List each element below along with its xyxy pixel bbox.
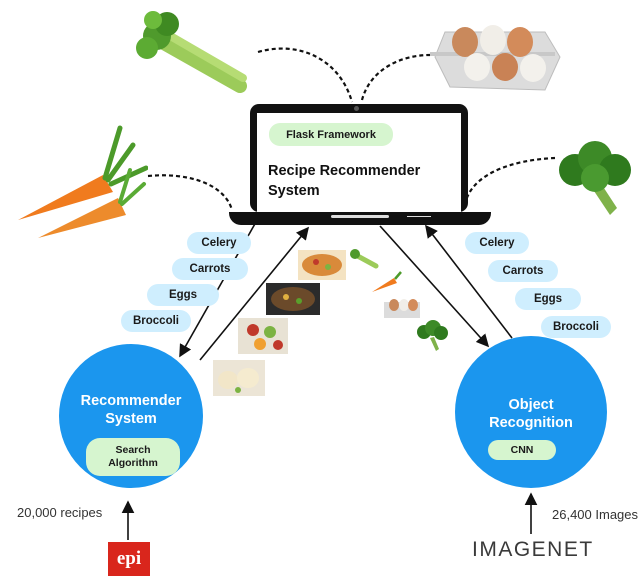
broccoli-icon-small <box>417 320 448 351</box>
laptop-title-line2: System <box>268 183 320 199</box>
celery-icon-small <box>350 249 379 269</box>
laptop-base <box>229 212 491 225</box>
search-algorithm-line1: Search <box>115 444 151 456</box>
broccoli-icon <box>559 141 631 215</box>
object-recognition-node: Object Recognition CNN <box>455 336 607 488</box>
laptop-title-line1: Recipe Recommender <box>268 163 421 179</box>
recipes-count-label: 20,000 recipes <box>17 505 103 520</box>
food-photo-icon-pasta <box>298 250 346 280</box>
dotted-connector-celery <box>257 47 354 103</box>
arrow-recommender-to-laptop <box>199 226 310 361</box>
recognition-title-line2: Recognition <box>489 415 573 431</box>
food-photo-icon-stirfry <box>266 283 320 315</box>
search-algorithm-badge: Search Algorithm <box>86 438 180 476</box>
flask-framework-badge: Flask Framework <box>269 123 393 146</box>
right-pill-celery: Celery <box>465 232 529 254</box>
laptop-trackpad-slot <box>331 215 389 218</box>
recommender-system-node: Recommender System Search Algorithm <box>59 344 203 488</box>
laptop-camera <box>354 106 359 111</box>
left-pill-broccoli: Broccoli <box>121 310 191 332</box>
right-pill-carrots: Carrots <box>488 260 558 282</box>
recommender-title-line1: Recommender <box>80 393 182 409</box>
eggs-icon-small <box>384 299 420 318</box>
recommender-title-line2: System <box>105 411 157 427</box>
left-pill-celery: Celery <box>187 232 251 254</box>
left-pill-carrots: Carrots <box>172 258 248 280</box>
arrow-laptop-to-recognition <box>379 225 490 348</box>
eggs-icon <box>430 25 561 91</box>
food-photo-icon-salad <box>238 318 288 354</box>
cnn-badge: CNN <box>488 440 556 460</box>
recognition-title-line1: Object <box>508 397 554 413</box>
imagenet-logo: IMAGENET <box>472 538 594 561</box>
dotted-connector-broccoli <box>463 156 556 206</box>
dotted-connector-carrots <box>147 174 234 211</box>
right-pill-broccoli: Broccoli <box>541 316 611 338</box>
left-pill-eggs: Eggs <box>147 284 219 306</box>
food-photo-icon-dumplings <box>213 360 265 396</box>
epi-logo: epi <box>108 542 150 576</box>
celery-icon <box>136 11 247 93</box>
search-algorithm-line2: Algorithm <box>108 457 158 469</box>
laptop-indicator <box>407 216 431 217</box>
images-count-label: 26,400 Images <box>552 507 639 522</box>
arrow-recognition-to-laptop <box>425 224 513 339</box>
dotted-connector-eggs <box>360 53 431 101</box>
carrots-icon-small <box>372 271 402 292</box>
carrots-icon <box>18 125 148 238</box>
right-pill-eggs: Eggs <box>515 288 581 310</box>
